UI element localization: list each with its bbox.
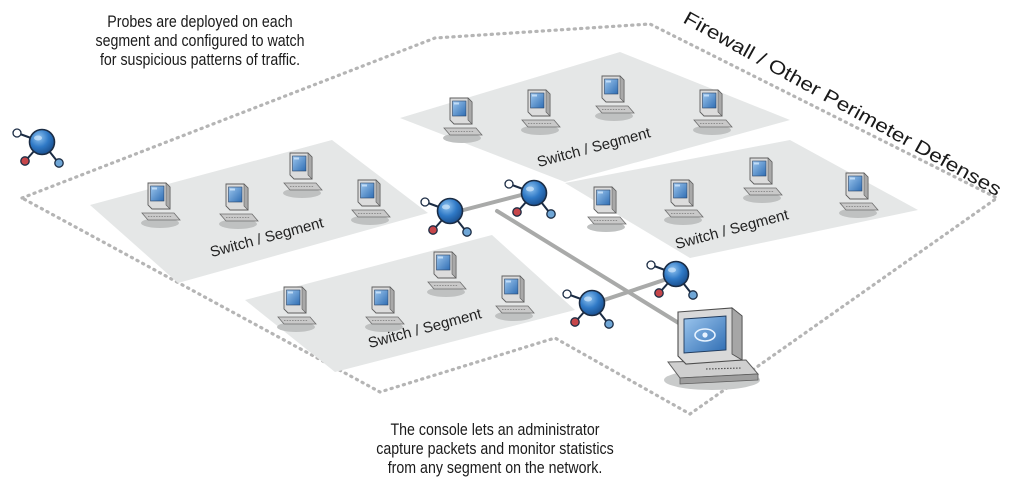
probes-caption: Probes are deployed on each segment and … bbox=[45, 13, 355, 70]
probes-caption-line: Probes are deployed on each bbox=[107, 13, 293, 31]
console-computer-icon bbox=[664, 307, 760, 390]
perimeter-boundary bbox=[18, 22, 1001, 416]
segment-plate-right bbox=[565, 140, 918, 258]
segment-plate-bottom bbox=[245, 235, 575, 372]
console-caption-line: The console lets an administrator bbox=[390, 421, 600, 439]
network-probe-icon bbox=[420, 197, 473, 238]
network-probe-icon bbox=[12, 128, 65, 169]
segment-plate-left bbox=[90, 140, 428, 283]
console-caption-line: from any segment on the network. bbox=[387, 459, 603, 477]
probes-caption-line: for suspicious patterns of traffic. bbox=[99, 51, 301, 69]
network-probe-icon bbox=[646, 260, 699, 301]
segment-plate-top bbox=[400, 52, 790, 182]
network-backbone bbox=[450, 190, 692, 332]
console-caption-line: capture packets and monitor statistics bbox=[376, 440, 614, 458]
probes-caption-line: segment and configured to watch bbox=[95, 32, 305, 50]
console-caption: The console lets an administrator captur… bbox=[349, 421, 641, 478]
